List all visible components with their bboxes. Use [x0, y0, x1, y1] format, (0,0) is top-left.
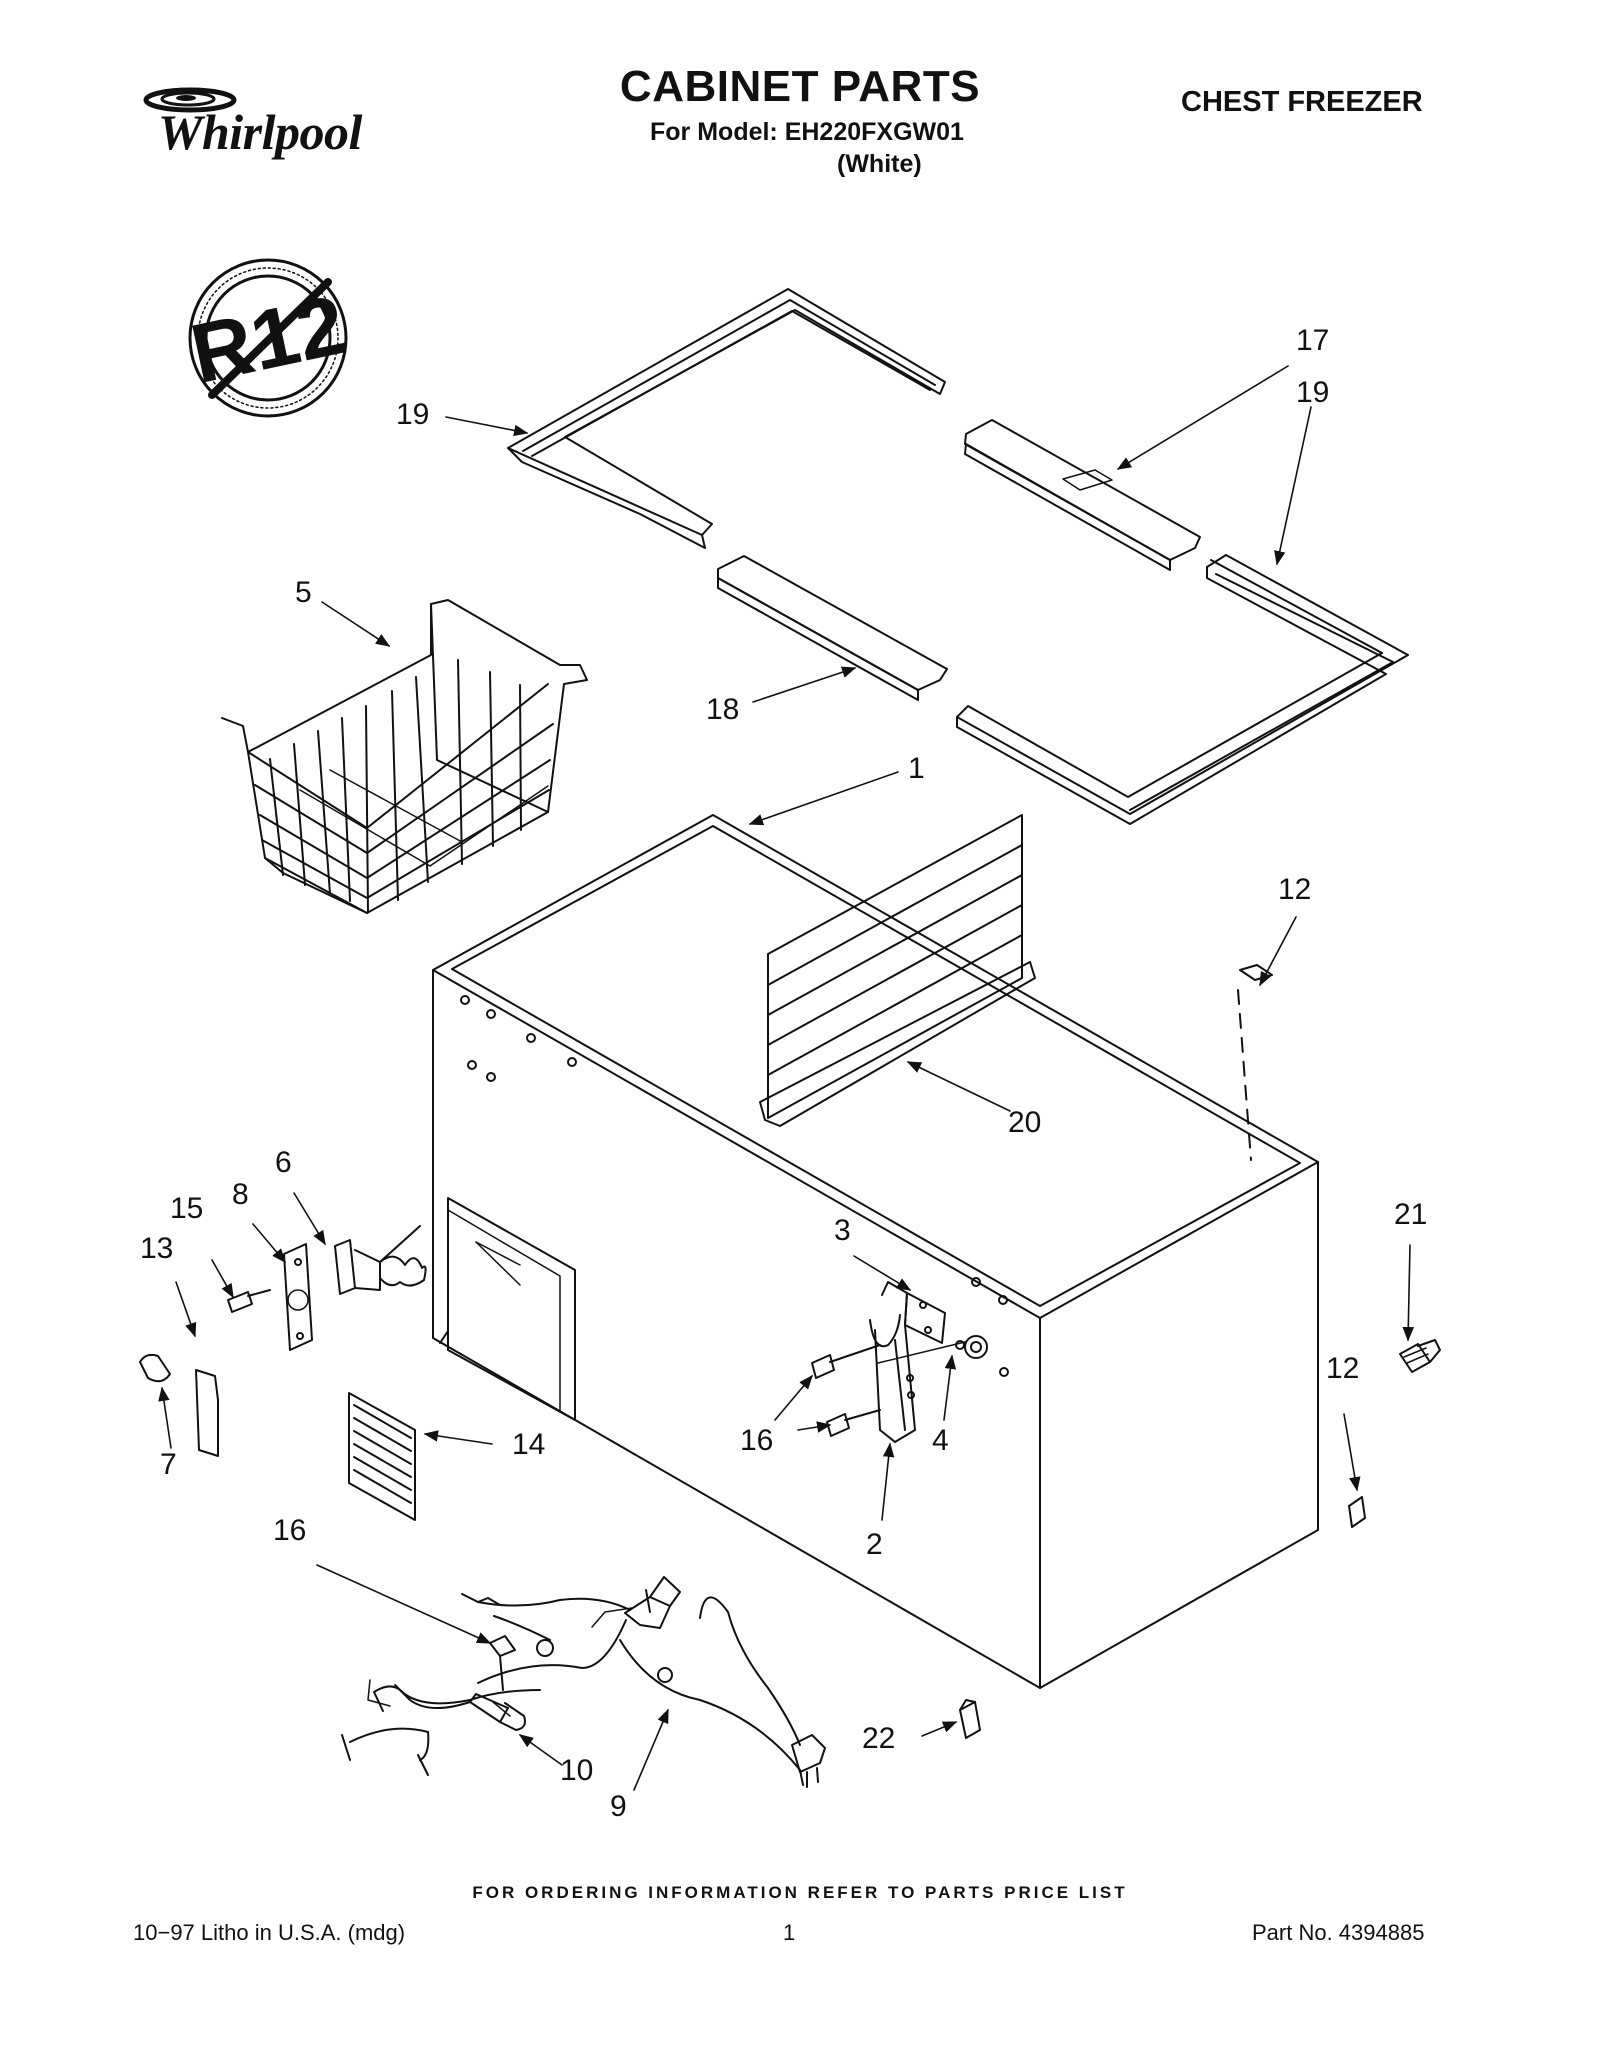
- callout-16-hinge: 16: [740, 1424, 774, 1457]
- callout-19-right: 19: [1296, 376, 1330, 409]
- hinge-assembly: [811, 1281, 988, 1443]
- thermostat-assembly: [139, 1225, 427, 1457]
- wire-basket-part-5: [221, 599, 588, 914]
- callout-13: 13: [140, 1232, 174, 1265]
- leader-lines: [158, 365, 1415, 1791]
- gasket-right-part-19: [956, 554, 1409, 825]
- callout-12-top: 12: [1278, 873, 1312, 906]
- callout-16-harness: 16: [273, 1514, 307, 1547]
- page-title: CABINET PARTS: [619, 62, 981, 111]
- gasket-strip-part-17: [964, 419, 1201, 571]
- fitting-part-21: [1399, 1339, 1441, 1373]
- whirlpool-swirl-icon: [143, 87, 237, 113]
- gasket-left-part-19: [507, 288, 946, 549]
- model-number: For Model: EH220FXGW01: [650, 118, 964, 146]
- callout-7: 7: [160, 1448, 177, 1481]
- clip-part-22: [959, 1699, 981, 1739]
- callout-2: 2: [866, 1528, 883, 1561]
- callout-5: 5: [295, 576, 312, 609]
- callout-6: 6: [275, 1146, 292, 1179]
- callout-4: 4: [932, 1424, 949, 1457]
- callout-1: 1: [908, 752, 925, 785]
- callout-12-bottom: 12: [1326, 1352, 1360, 1385]
- ordering-note: FOR ORDERING INFORMATION REFER TO PARTS …: [472, 1883, 1128, 1902]
- product-type: CHEST FREEZER: [1181, 86, 1423, 118]
- divider-part-20: [759, 814, 1036, 1127]
- callout-14: 14: [512, 1428, 546, 1461]
- model-color: (White): [837, 150, 922, 178]
- gasket-strip-part-18: [717, 555, 948, 701]
- grille-part-14: [348, 1392, 416, 1521]
- callout-9: 9: [610, 1790, 627, 1823]
- brand-logo: Whirlpool: [158, 104, 362, 160]
- litho-info: 10−97 Litho in U.S.A. (mdg): [133, 1920, 406, 1945]
- callout-21: 21: [1394, 1198, 1428, 1231]
- callout-3: 3: [834, 1214, 851, 1247]
- pad-part-12: [1237, 964, 1366, 1528]
- cabinet-part-1: [432, 814, 1319, 1689]
- callout-18: 18: [706, 693, 740, 726]
- callout-17: 17: [1296, 324, 1330, 357]
- callout-10: 10: [560, 1754, 594, 1787]
- no-r12-badge: R12: [183, 258, 353, 418]
- part-number: Part No. 4394885: [1252, 1920, 1425, 1945]
- callout-19-left: 19: [396, 398, 430, 431]
- callout-20: 20: [1008, 1106, 1042, 1139]
- page-number: 1: [783, 1920, 796, 1945]
- callout-22: 22: [862, 1722, 896, 1755]
- callout-15: 15: [170, 1192, 204, 1225]
- callout-8: 8: [232, 1178, 249, 1211]
- wire-harness-part-9: [341, 1576, 826, 1788]
